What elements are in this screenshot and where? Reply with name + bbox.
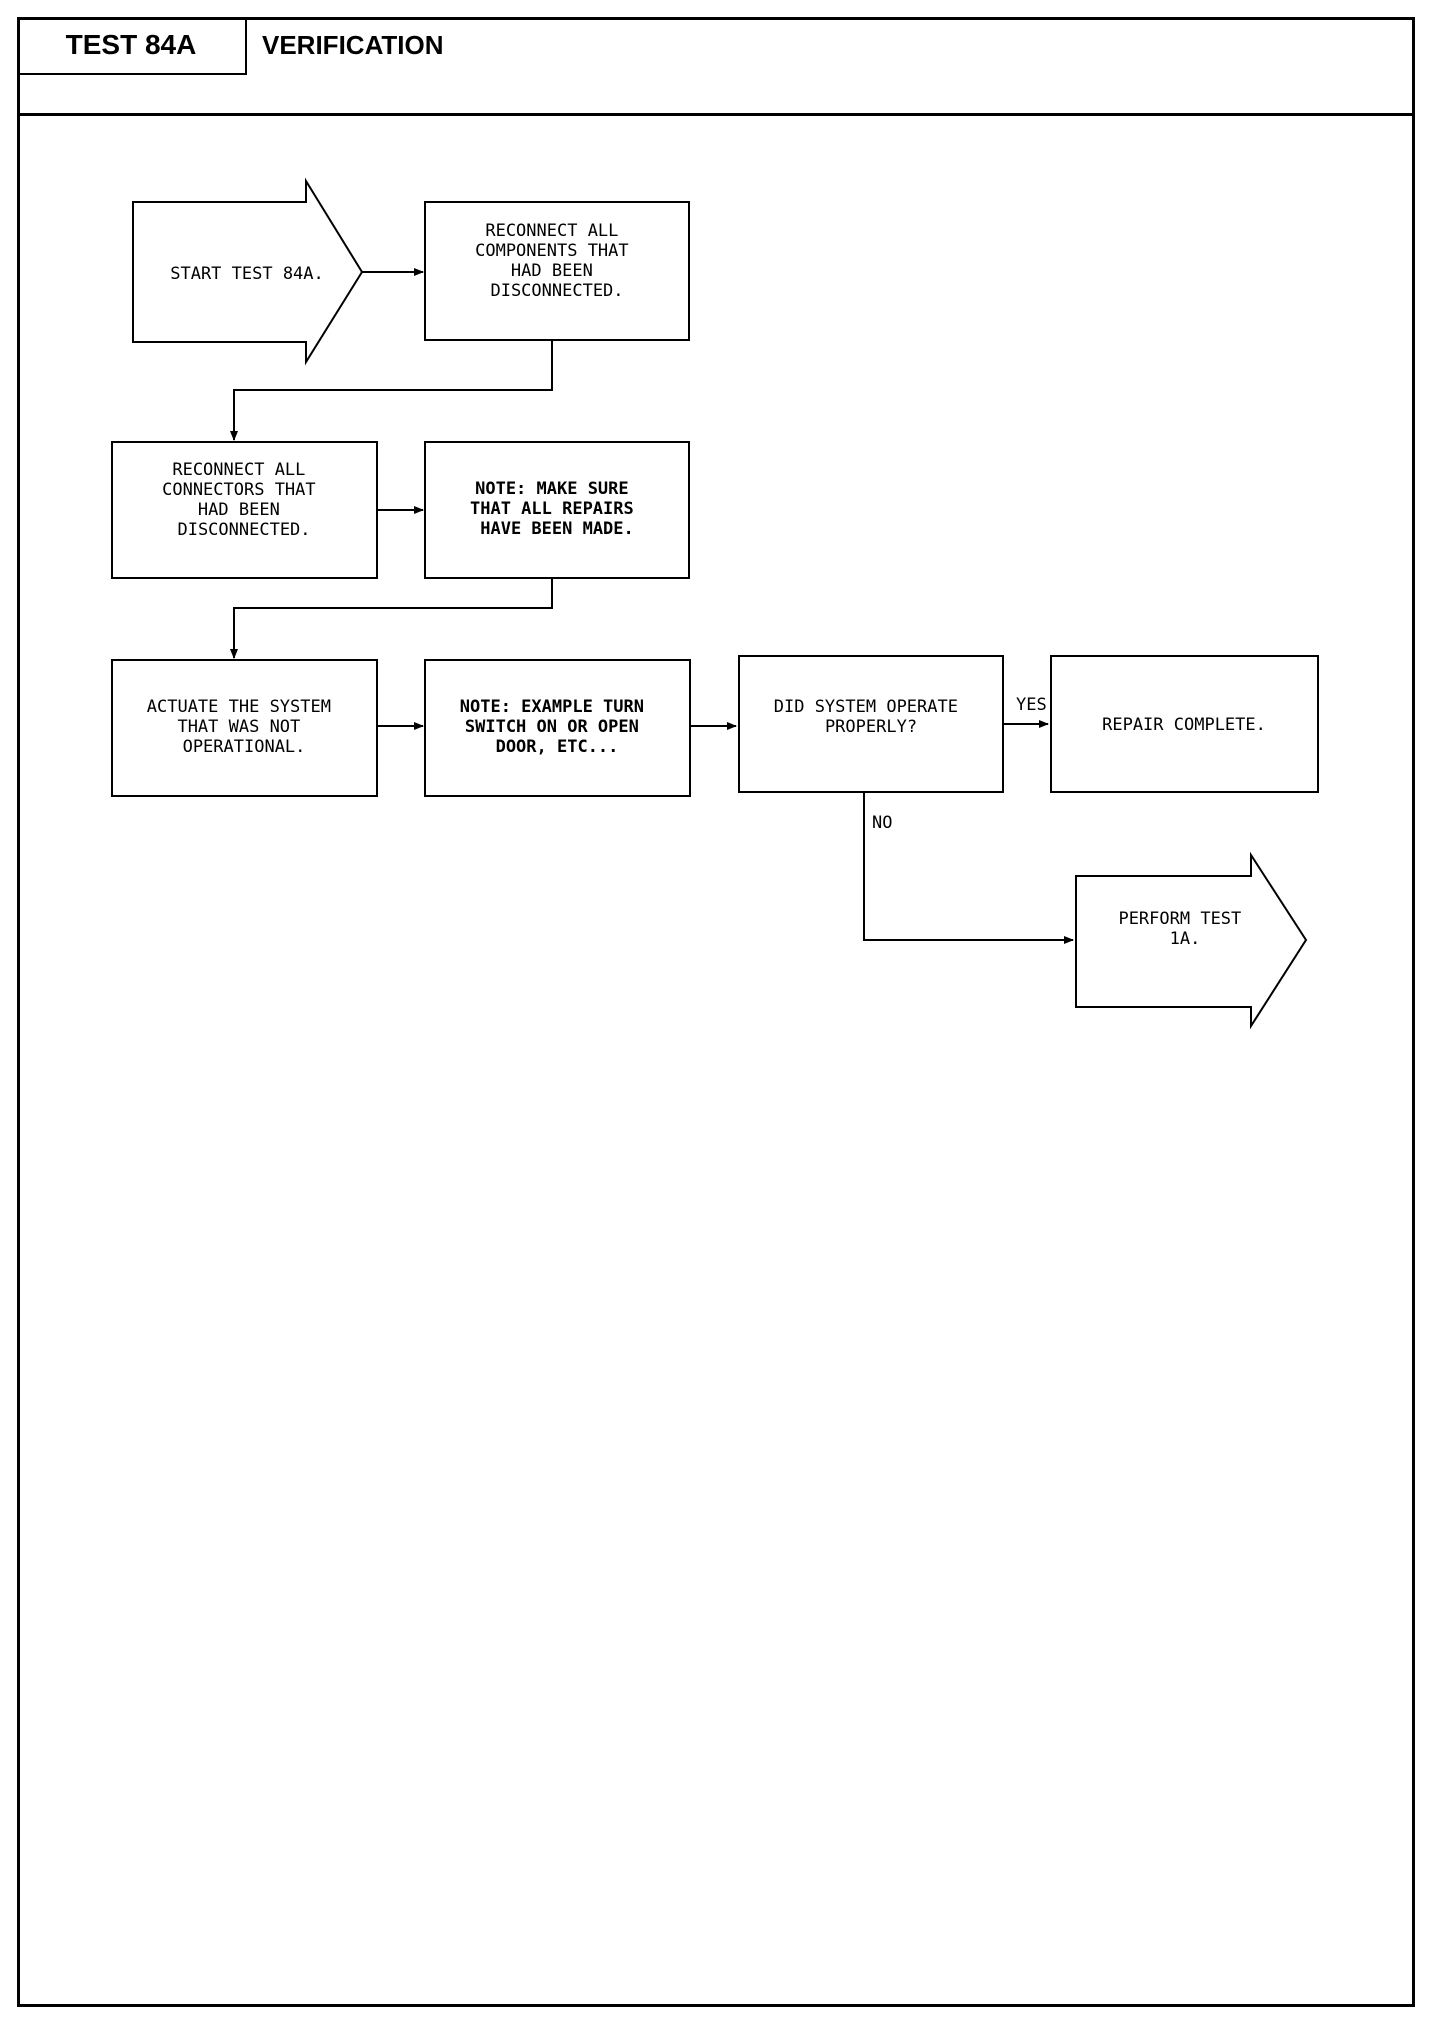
edge-note-to-actuate (230, 578, 553, 659)
repair-complete-text: REPAIR COMPLETE. (1102, 715, 1266, 735)
note-example-node: NOTE: EXAMPLE TURN SWITCH ON OR OPEN DOO… (424, 659, 691, 797)
reconnect-connectors-text: RECONNECT ALL CONNECTORS THAT HAD BEEN D… (162, 460, 326, 540)
page-title: VERIFICATION (262, 30, 444, 60)
start-text: START TEST 84A. (170, 264, 324, 284)
perform-test-node: PERFORM TEST 1A. (1075, 851, 1308, 1030)
actuate-system-node: ACTUATE THE SYSTEM THAT WAS NOT OPERATIO… (111, 659, 378, 797)
actuate-system-text: ACTUATE THE SYSTEM THAT WAS NOT OPERATIO… (147, 697, 341, 757)
perform-test-text: PERFORM TEST 1A. (1118, 909, 1251, 949)
edge-components-to-connectors (230, 340, 553, 441)
connectors (230, 268, 1074, 944)
decision-text: DID SYSTEM OPERATE PROPERLY? (774, 697, 968, 737)
edge-decision-no (863, 792, 1074, 944)
reconnect-components-text: RECONNECT ALL COMPONENTS THAT HAD BEEN D… (475, 221, 639, 301)
reconnect-connectors-node: RECONNECT ALL CONNECTORS THAT HAD BEEN D… (111, 441, 378, 579)
no-label: NO (872, 813, 892, 833)
decision-node: DID SYSTEM OPERATE PROPERLY? (738, 655, 1004, 793)
note-repairs-node: NOTE: MAKE SURE THAT ALL REPAIRS HAVE BE… (424, 441, 690, 579)
start-node: START TEST 84A. (132, 177, 364, 366)
yes-label: YES (1016, 695, 1047, 715)
header-divider (17, 113, 1415, 116)
repair-complete-node: REPAIR COMPLETE. (1050, 655, 1319, 793)
test-number: TEST 84A (17, 17, 247, 75)
reconnect-components-node: RECONNECT ALL COMPONENTS THAT HAD BEEN D… (424, 201, 690, 341)
note-example-text: NOTE: EXAMPLE TURN SWITCH ON OR OPEN DOO… (460, 697, 654, 757)
note-repairs-text: NOTE: MAKE SURE THAT ALL REPAIRS HAVE BE… (470, 479, 644, 539)
page-frame (17, 17, 1415, 2007)
